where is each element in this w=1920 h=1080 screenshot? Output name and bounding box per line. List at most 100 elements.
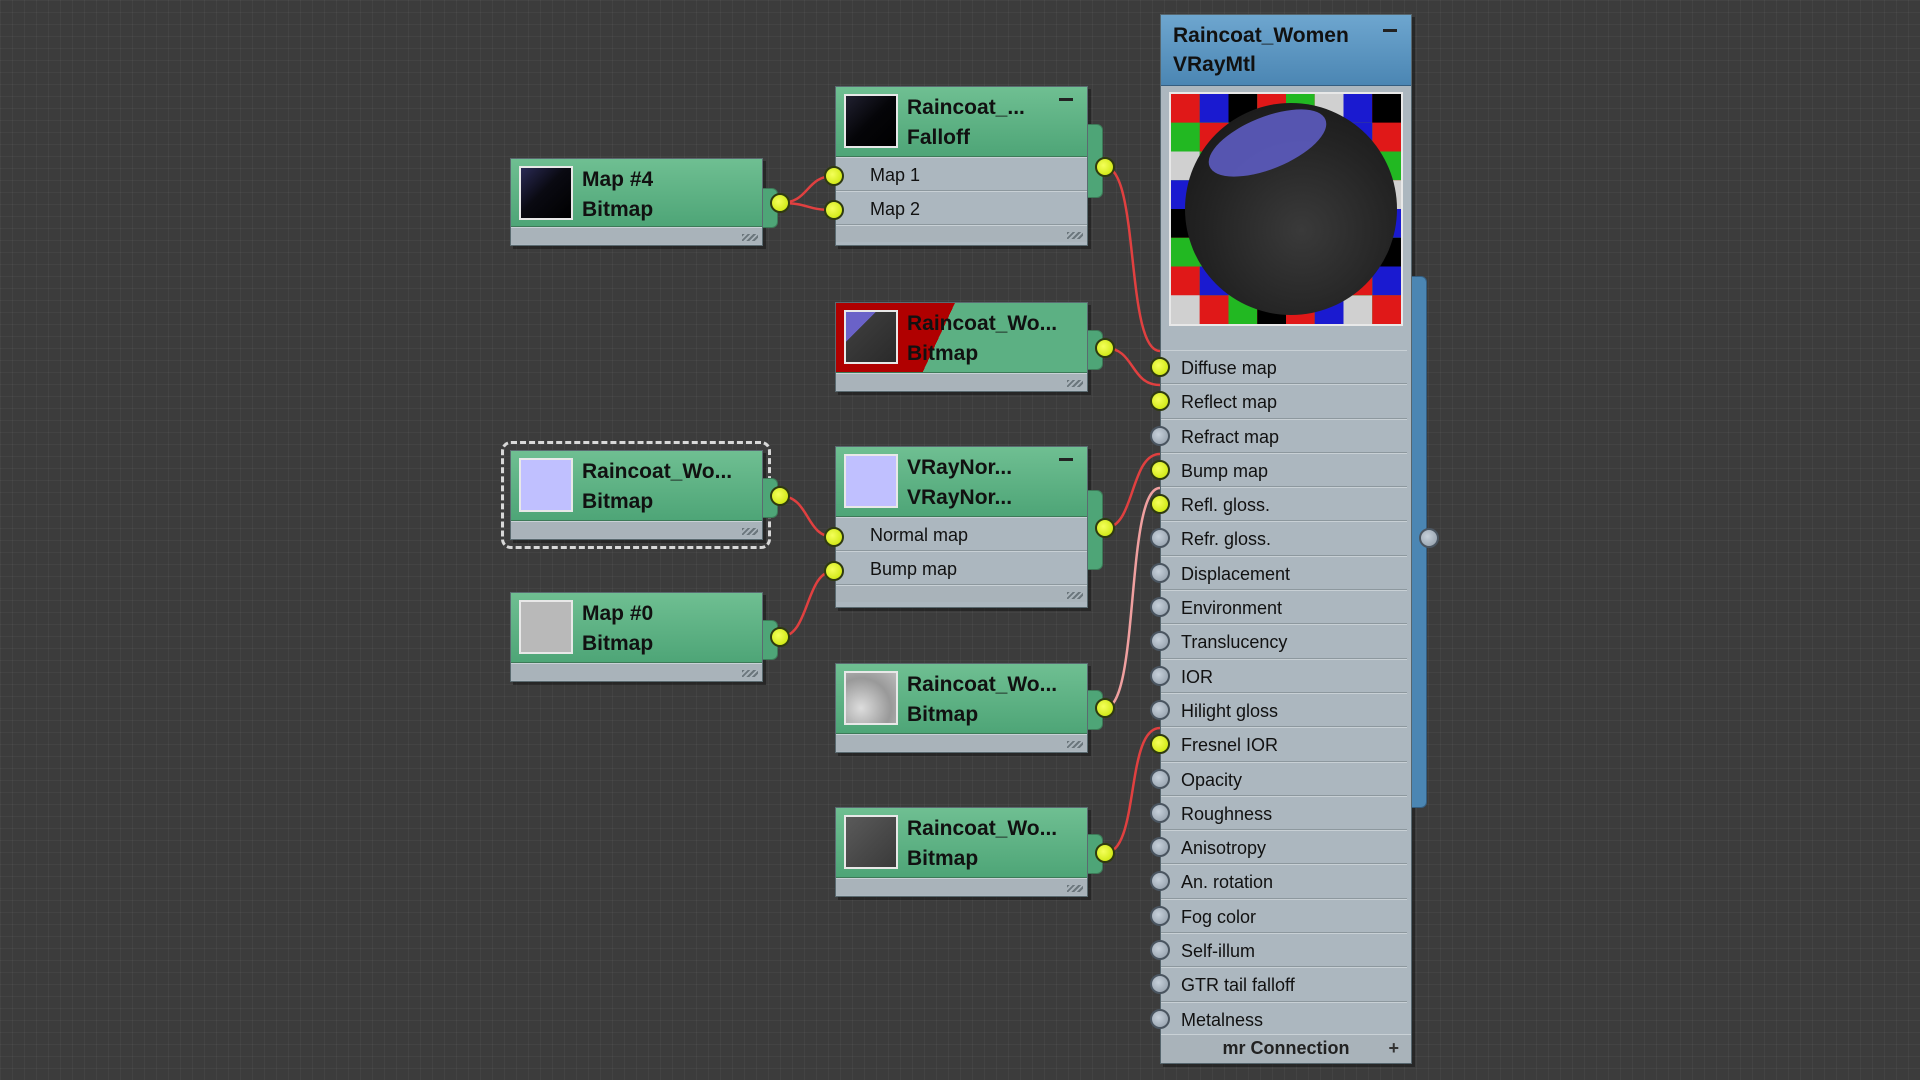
mr-connection-label: mr Connection [1222,1038,1350,1058]
slot-label: GTR tail falloff [1181,975,1295,996]
map0-type: Bitmap [582,632,654,655]
slot-label: Fog color [1181,906,1257,927]
mr-connection-rollout[interactable]: mr Connection + [1161,1034,1411,1063]
bitmap-fresnel-output-socket[interactable] [1095,843,1115,863]
input-socket[interactable] [1150,631,1170,652]
vraynormal-output-socket[interactable] [1095,518,1115,538]
slot-label: Refr. gloss. [1181,529,1272,550]
material-output-socket[interactable] [1419,528,1439,548]
bitmap-gloss-output-socket[interactable] [1095,698,1115,718]
slot-label: Bump map [1181,460,1269,481]
falloff-output-socket[interactable] [1095,157,1115,177]
material-slot-refl-gloss[interactable]: Refl. gloss. [1150,487,1407,522]
material-slot-refract-map[interactable]: Refract map [1150,418,1407,453]
input-socket[interactable] [1150,837,1170,858]
falloff-footer [836,225,1087,242]
bitmap-normal-output-socket[interactable] [770,486,790,506]
vraynormal-slot-normal[interactable]: Normal map [836,517,1087,551]
vraynormal-thumbnail [844,454,898,508]
collapse-icon[interactable] [1059,458,1073,461]
slot-label: Diffuse map [1181,358,1277,378]
input-socket[interactable] [1150,974,1170,995]
expand-icon[interactable]: + [1388,1038,1399,1058]
bitmap-reflect-type: Bitmap [907,342,979,365]
input-socket[interactable] [1150,562,1170,583]
collapse-icon[interactable] [1059,98,1073,101]
material-slot-fog-color[interactable]: Fog color [1150,898,1407,934]
material-slot-hilight-gloss[interactable]: Hilight gloss [1150,692,1407,728]
falloff-slot-map2[interactable]: Map 2 [836,191,1087,225]
node-bitmap-reflect[interactable]: Raincoat_Wo... Bitmap [835,302,1088,392]
material-slot-refr-gloss[interactable]: Refr. gloss. [1150,521,1407,556]
input-socket[interactable] [1150,459,1170,480]
node-vraynormal[interactable]: VRayNor... VRayNor... Normal map Bump ma… [835,446,1088,608]
falloff-thumbnail [844,94,898,148]
input-socket[interactable] [1150,357,1170,377]
material-slot-opacity[interactable]: Opacity [1150,761,1407,796]
material-slot-ior[interactable]: IOR [1150,658,1407,693]
node-bitmap-fresnel[interactable]: Raincoat_Wo... Bitmap [835,807,1088,897]
node-map0[interactable]: Map #0 Bitmap [510,592,763,682]
material-slot-roughness[interactable]: Roughness [1150,795,1407,831]
input-socket[interactable] [1150,425,1170,446]
map4-output-socket[interactable] [770,193,790,213]
map4-footer [511,227,762,244]
bitmap-reflect-thumbnail [844,310,898,364]
material-slot-an-rotation[interactable]: An. rotation [1150,864,1407,899]
input-socket[interactable] [1150,528,1170,549]
node-bitmap-normal[interactable]: Raincoat_Wo... Bitmap [510,450,763,540]
input-socket[interactable] [1150,1008,1170,1029]
slot-label: Refl. gloss. [1181,495,1271,516]
falloff-slot-map1[interactable]: Map 1 [836,157,1087,191]
input-socket[interactable] [1150,940,1170,961]
input-socket[interactable] [1150,665,1170,686]
map0-footer [511,663,762,680]
slot-label: Opacity [1181,769,1243,790]
vraynormal-normal-socket[interactable] [824,527,844,547]
node-bitmap-gloss[interactable]: Raincoat_Wo... Bitmap [835,663,1088,753]
material-slot-anisotropy[interactable]: Anisotropy [1150,830,1407,865]
collapse-icon[interactable] [1383,29,1397,32]
slot-label: Hilight gloss [1181,700,1279,721]
material-slot-reflect-map[interactable]: Reflect map [1150,384,1407,419]
material-slot-environment[interactable]: Environment [1150,590,1407,625]
falloff-map2-socket[interactable] [824,200,844,220]
material-header[interactable]: Raincoat_Women VRayMtl [1161,15,1411,86]
slot-label: Environment [1181,598,1283,619]
bitmap-fresnel-type: Bitmap [907,847,979,870]
input-socket[interactable] [1150,768,1170,789]
input-socket[interactable] [1150,391,1170,412]
material-slot-fresnel-ior[interactable]: Fresnel IOR [1150,727,1407,762]
slot-label: Map 2 [870,199,921,219]
input-socket[interactable] [1150,597,1170,618]
vraynormal-slot-bump[interactable]: Bump map [836,551,1087,585]
material-slot-metalness[interactable]: Metalness [1150,1001,1407,1036]
falloff-type: Falloff [907,126,970,149]
input-socket[interactable] [1150,871,1170,892]
input-socket[interactable] [1150,802,1170,823]
bitmap-normal-title: Raincoat_Wo... [582,460,733,483]
material-slot-gtr-tail-falloff[interactable]: GTR tail falloff [1150,967,1407,1002]
node-map4[interactable]: Map #4 Bitmap [510,158,763,246]
slot-label: Bump map [870,559,958,579]
input-socket[interactable] [1150,905,1170,926]
node-vraymtl[interactable]: Raincoat_Women VRayMtl Diffuse m [1150,14,1412,1064]
slot-label: Anisotropy [1181,838,1267,859]
map0-output-socket[interactable] [770,627,790,647]
input-socket[interactable] [1150,734,1170,755]
material-slot-displacement[interactable]: Displacement [1150,555,1407,591]
material-slot-diffuse-map[interactable]: Diffuse map [1150,350,1407,385]
falloff-map1-socket[interactable] [824,166,844,186]
bitmap-reflect-output-socket[interactable] [1095,338,1115,358]
bitmap-normal-thumbnail [519,458,573,512]
input-socket[interactable] [1150,699,1170,720]
vraynormal-bump-socket[interactable] [824,561,844,581]
material-slot-bump-map[interactable]: Bump map [1150,452,1407,488]
slot-label: Fresnel IOR [1181,735,1279,756]
input-socket[interactable] [1150,494,1170,515]
material-slot-self-illum[interactable]: Self-illum [1150,933,1407,968]
material-slot-translucency[interactable]: Translucency [1150,624,1407,659]
node-falloff[interactable]: Raincoat_... Falloff Map 1 Map 2 [835,86,1088,246]
